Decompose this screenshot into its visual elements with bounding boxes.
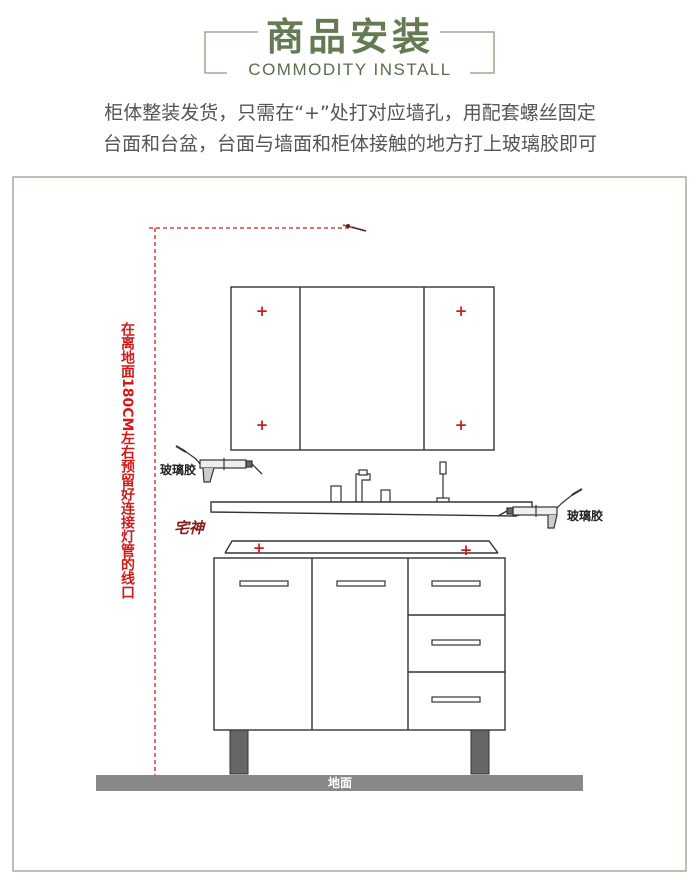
faucet	[330, 469, 391, 503]
drawer-handle	[431, 580, 481, 587]
cabinet-leg	[470, 729, 490, 775]
glue-label-right: 玻璃胶	[567, 508, 603, 523]
glue-gun-right-icon	[497, 488, 583, 529]
diagram-frame	[12, 176, 687, 872]
wall-mount-marks: + + + +	[256, 302, 468, 434]
basin-marks: + +	[253, 539, 473, 559]
drawer-handle	[431, 639, 481, 646]
mount-mark: +	[256, 416, 269, 434]
cabinet-legs	[229, 729, 490, 775]
mount-mark: +	[455, 302, 468, 320]
vanity-cabinet	[213, 557, 506, 731]
install-description: 柜体整装发货，只需在“+”处打对应墙孔，用配套螺丝固定 台面和台盆，台面与墙面和…	[0, 98, 700, 160]
floor-bar	[96, 775, 583, 791]
floor-label: 地面	[328, 775, 352, 790]
brand-logo: 宅神	[174, 519, 206, 537]
glue-label-left: 玻璃胶	[160, 462, 196, 477]
description-line-1: 柜体整装发货，只需在“+”处打对应墙孔，用配套螺丝固定	[104, 102, 596, 124]
section-title: 商品安装	[265, 14, 434, 59]
mount-mark: +	[455, 416, 468, 434]
wire-outlet-icon	[342, 224, 367, 232]
title-decoration	[204, 31, 495, 74]
cabinet-leg	[229, 729, 249, 775]
door-handle	[239, 580, 289, 587]
drawer-handle	[431, 696, 481, 703]
basin-mark: +	[253, 539, 266, 557]
brand-logo-text: 宅神	[174, 519, 206, 537]
cabinet-handles	[239, 580, 481, 703]
height-guide	[149, 227, 349, 776]
basin	[224, 540, 499, 554]
countertop	[210, 501, 533, 517]
door-handle	[336, 580, 386, 587]
glue-gun-left-icon	[175, 445, 263, 483]
mirror-cabinet	[230, 286, 495, 451]
section-subtitle: COMMODITY INSTALL	[248, 60, 452, 79]
mount-mark: +	[256, 302, 269, 320]
description-line-2: 台面和台盆，台面与墙面和柜体接触的地方打上玻璃胶即可	[102, 133, 597, 155]
basin-mark: +	[460, 541, 473, 559]
shower-faucet	[436, 461, 450, 505]
height-note: 在离地面180CM左右预留好连接灯管的线口	[119, 321, 136, 599]
